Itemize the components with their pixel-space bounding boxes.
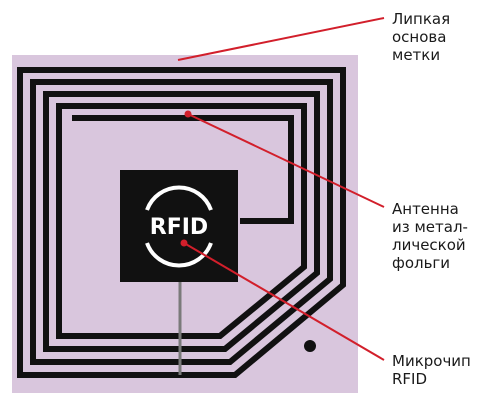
- label-line: Антенна: [392, 200, 459, 218]
- leader-line-antenna: [187, 113, 385, 208]
- label-line: основа: [392, 28, 447, 46]
- label-line: RFID: [392, 370, 428, 388]
- label-line: метки: [392, 46, 441, 64]
- leader-anchor-antenna: [184, 110, 192, 118]
- leader-lines: [177, 17, 385, 361]
- label-microchip: Микрочип RFID: [392, 352, 471, 388]
- chip-label: RFID: [150, 215, 208, 240]
- label-line: из метал-: [392, 218, 468, 236]
- leader-line-chip: [183, 242, 385, 361]
- antenna-coil: [17, 67, 346, 378]
- label-antenna: Антенна из метал- лической фольги: [392, 200, 468, 272]
- leader-line-backing: [177, 17, 385, 61]
- label-line: фольги: [392, 254, 451, 272]
- label-adhesive-backing: Липкая основа метки: [392, 10, 450, 64]
- registration-dot: [304, 340, 316, 352]
- label-line: лической: [392, 236, 466, 254]
- leader-anchor-chip: [180, 239, 188, 247]
- chip-signal-arc-bottom: [145, 242, 213, 268]
- label-line: Липкая: [392, 10, 451, 28]
- label-line: Микрочип: [392, 352, 471, 370]
- chip-signal-arc-top: [145, 185, 213, 211]
